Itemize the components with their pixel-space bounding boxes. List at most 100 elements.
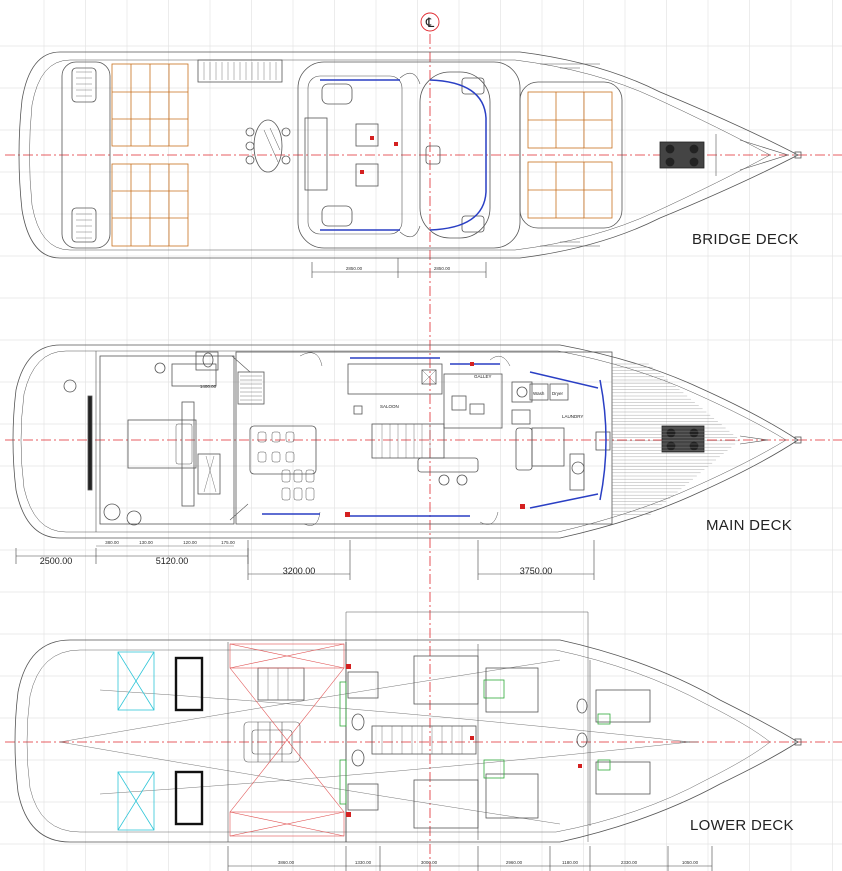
helm-chair bbox=[425, 145, 441, 165]
washer-label: Wash bbox=[533, 391, 545, 396]
centerlines bbox=[5, 34, 842, 871]
main-glazing bbox=[262, 357, 607, 517]
master-cabin bbox=[99, 355, 235, 525]
master-bed bbox=[127, 419, 197, 469]
bridge-deck-label: BRIDGE DECK bbox=[692, 231, 799, 248]
bridge-aft-hatch-stbd bbox=[71, 207, 97, 243]
bridge-dim-1: 2850.00 bbox=[346, 266, 363, 271]
bridge-glazing bbox=[320, 79, 487, 231]
master-aft-window bbox=[87, 395, 93, 491]
lower-vanity-2 bbox=[347, 783, 379, 811]
lower-deck-label: LOWER DECK bbox=[690, 817, 794, 834]
main-dim-5120: 5120.00 bbox=[156, 556, 189, 566]
galley-sink bbox=[451, 395, 467, 411]
saloon-cabinet bbox=[421, 369, 437, 385]
bridge-red-markers bbox=[360, 136, 398, 174]
guest-berth-port bbox=[413, 655, 479, 705]
bridge-dimension-line bbox=[311, 258, 487, 278]
main-dimension-lines bbox=[15, 540, 595, 580]
laundry-room bbox=[531, 427, 565, 467]
fore-cabinet bbox=[595, 431, 611, 451]
fore-sunpad-frame bbox=[519, 81, 623, 229]
bridge-sunpads bbox=[111, 63, 613, 247]
main-dim-small-4: 1400.00 bbox=[200, 384, 217, 389]
washer bbox=[529, 383, 549, 401]
saloon-sideboard bbox=[347, 363, 443, 395]
foredeck-planking bbox=[612, 363, 740, 515]
lower-bow-fitting bbox=[794, 738, 802, 746]
lower-green-markers bbox=[339, 679, 611, 805]
galley-chair bbox=[511, 381, 533, 403]
bridge-seat-1 bbox=[321, 83, 353, 105]
guest-berth-2-port bbox=[485, 667, 539, 713]
crew-bunk-stbd bbox=[595, 761, 651, 795]
dining-chairs bbox=[257, 431, 295, 463]
lower-hull-outline bbox=[14, 639, 799, 843]
lower-tanks bbox=[174, 656, 204, 826]
main-deck-label: MAIN DECK bbox=[706, 517, 792, 534]
head-1 bbox=[351, 713, 365, 731]
galley-island bbox=[417, 457, 479, 473]
lower-stairs bbox=[371, 725, 477, 755]
master-vanity bbox=[197, 453, 221, 495]
main-bulwark bbox=[20, 350, 787, 533]
head-3 bbox=[576, 698, 588, 714]
master-toilet-area bbox=[195, 351, 219, 371]
saloon-seating bbox=[281, 469, 315, 501]
bridge-anchor-windlass bbox=[659, 141, 705, 169]
galley-hob bbox=[469, 403, 485, 415]
guest-berth-2-stbd bbox=[485, 773, 539, 819]
main-deck-plan bbox=[12, 344, 802, 539]
lower-dimension-line bbox=[227, 846, 713, 871]
bridge-aft-bench bbox=[61, 61, 111, 249]
main-door-swings bbox=[299, 352, 511, 526]
bridge-aft-hatch-port bbox=[71, 67, 97, 103]
engine bbox=[243, 721, 301, 763]
lower-bulkhead-crosses bbox=[229, 643, 345, 837]
master-headboard bbox=[181, 401, 195, 507]
bridge-bow-fitting bbox=[794, 151, 802, 159]
lower-hatches bbox=[117, 651, 155, 831]
main-dim-small-3: 120.00 bbox=[183, 540, 197, 545]
saloon-stool bbox=[353, 405, 363, 415]
bridge-sink bbox=[355, 123, 379, 147]
lower-waterlines bbox=[59, 659, 691, 825]
bridge-storage-box bbox=[197, 59, 283, 83]
main-anchor-windlass bbox=[661, 425, 705, 453]
master-chair-2 bbox=[103, 503, 121, 521]
main-dim-small-1: 380.00 bbox=[105, 540, 119, 545]
bridge-doors bbox=[399, 72, 421, 238]
dryer bbox=[549, 383, 569, 401]
lower-dim-3: 3000.00 bbox=[421, 860, 438, 865]
lower-dim-5: 1180.00 bbox=[562, 860, 578, 865]
centerline-marker: ℄ bbox=[420, 12, 440, 32]
stair-landing bbox=[237, 371, 265, 405]
main-dim-3200: 3200.00 bbox=[283, 566, 316, 576]
crew-bunk-port bbox=[595, 689, 651, 723]
main-dim-small-2: 130.00 bbox=[139, 540, 153, 545]
dryer-label: Dryer bbox=[552, 391, 564, 396]
main-superstructure bbox=[235, 351, 613, 525]
bridge-dim-2: 2850.00 bbox=[434, 266, 451, 271]
lower-dim-7: 1050.00 bbox=[682, 860, 699, 865]
lower-dim-2: 1330.00 bbox=[355, 860, 372, 865]
main-bow-fitting bbox=[794, 436, 802, 444]
lower-red-markers bbox=[346, 664, 582, 817]
master-chair-1 bbox=[126, 510, 142, 526]
bridge-hull-outline bbox=[18, 51, 799, 259]
centerline-symbol: ℄ bbox=[425, 15, 435, 30]
guest-berth-stbd bbox=[413, 779, 479, 829]
laundry-label: LAUNDRY bbox=[562, 414, 583, 419]
bridge-seat-2 bbox=[321, 205, 353, 227]
head-4 bbox=[576, 732, 588, 748]
bridge-table-and-seats bbox=[245, 119, 291, 173]
main-dim-3750: 3750.00 bbox=[520, 566, 553, 576]
main-hull-outline bbox=[12, 344, 799, 539]
main-aft-doors bbox=[229, 355, 251, 521]
bridge-grill bbox=[355, 163, 379, 187]
head-2 bbox=[351, 749, 365, 767]
lower-vanity-1 bbox=[347, 671, 379, 699]
bridge-bar-area bbox=[307, 75, 403, 235]
